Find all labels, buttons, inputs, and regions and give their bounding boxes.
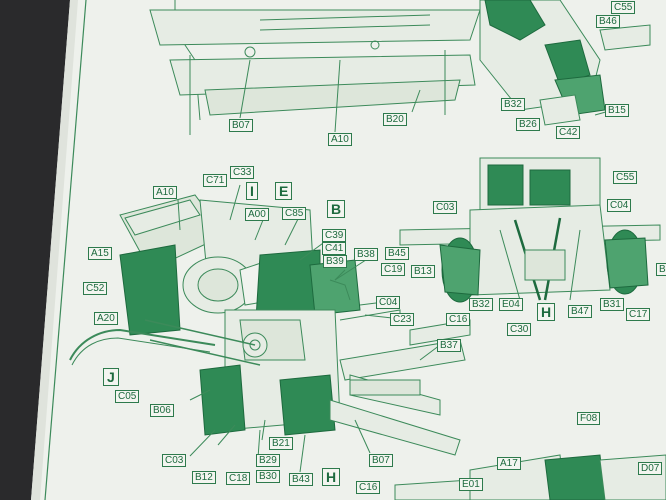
label-c19: C19	[381, 263, 406, 276]
label-c04: C04	[607, 199, 632, 212]
label-c18: C18	[226, 472, 251, 485]
label-b46: B46	[596, 15, 620, 28]
label-b07: B07	[229, 119, 253, 132]
label-b37: B37	[437, 339, 461, 352]
label-a00: A00	[245, 208, 269, 221]
label-c42: C42	[556, 126, 581, 139]
label-a17: A17	[497, 457, 521, 470]
label-b32: B32	[469, 298, 493, 311]
label-c03: C03	[433, 201, 458, 214]
label-c23: C23	[390, 313, 415, 326]
label-a10: A10	[328, 133, 352, 146]
label-b15: B15	[605, 104, 629, 117]
step-letter-h: H	[537, 303, 556, 321]
label-e01: E01	[459, 478, 483, 491]
label-c55: C55	[613, 171, 638, 184]
label-b12: B12	[192, 471, 216, 484]
label-a15: A15	[88, 247, 112, 260]
label-c71: C71	[203, 174, 228, 187]
label-b26: B26	[516, 118, 540, 131]
label-b29: B29	[256, 454, 280, 467]
label-c03: C03	[162, 454, 187, 467]
label-a20: A20	[94, 312, 118, 325]
label-b43: B43	[289, 473, 313, 486]
label-b32: B32	[501, 98, 525, 111]
label-c55: C55	[611, 1, 636, 14]
label-c52: C52	[83, 282, 108, 295]
label-b39: B39	[323, 255, 347, 268]
label-b38: B38	[354, 248, 378, 261]
step-letter-h: H	[322, 468, 341, 486]
label-e04: E04	[499, 298, 523, 311]
step-letter-b: B	[327, 200, 346, 218]
label-c04: C04	[376, 296, 401, 309]
label-b45: B45	[385, 247, 409, 260]
step-letter-i: I	[246, 182, 258, 200]
label-c16: C16	[356, 481, 381, 494]
label-b13: B13	[411, 265, 435, 278]
label-b06: B06	[150, 404, 174, 417]
label-b31: B31	[600, 298, 624, 311]
label-b21: B21	[269, 437, 293, 450]
label-c05: C05	[115, 390, 140, 403]
label-d07: D07	[638, 462, 663, 475]
label-c85: C85	[282, 207, 307, 220]
label-c16: C16	[446, 313, 471, 326]
label-b07: B07	[369, 454, 393, 467]
label-c41: C41	[322, 242, 347, 255]
label-c39: C39	[322, 229, 347, 242]
label-a10: A10	[153, 186, 177, 199]
step-letter-j: J	[103, 368, 119, 386]
label-c30: C30	[507, 323, 532, 336]
label-b20: B20	[383, 113, 407, 126]
label-c33: C33	[230, 166, 255, 179]
label-f08: F08	[577, 412, 601, 425]
label-b47: B47	[568, 305, 592, 318]
label-b-edge: B	[656, 263, 666, 276]
step-letter-e: E	[275, 182, 293, 200]
label-c17: C17	[626, 308, 651, 321]
label-b30: B30	[256, 470, 280, 483]
